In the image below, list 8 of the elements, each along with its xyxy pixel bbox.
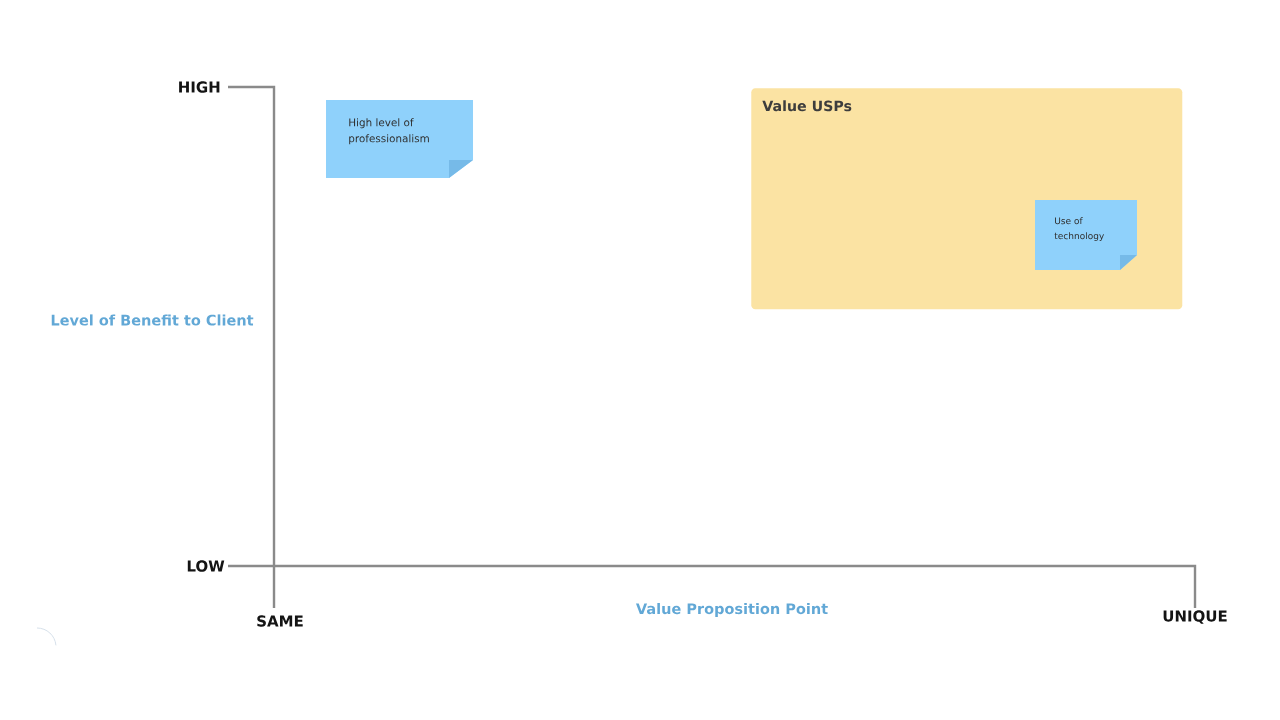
axis-label: LOW: [187, 560, 225, 572]
sticky-note: High level of professionalism: [326, 100, 473, 178]
axis-label: HIGH: [179, 81, 220, 93]
axis-title: Level of Benefit to Client: [51, 314, 254, 326]
axis-label: UNIQUE: [1163, 610, 1227, 624]
axis-title: Value Proposition Point: [635, 603, 828, 617]
axis-label: SAME: [257, 615, 303, 627]
sticky-note: Use of technology: [1035, 200, 1137, 270]
